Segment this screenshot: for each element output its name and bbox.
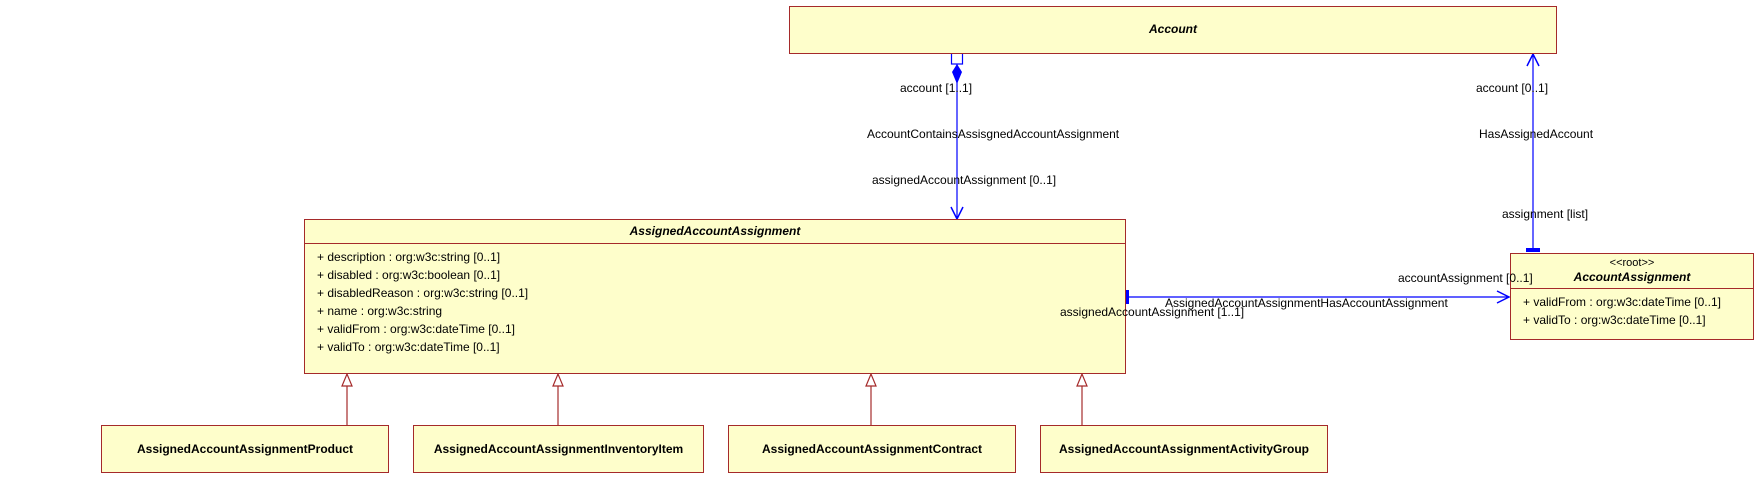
account-assignment-attribute-list: + validFrom : org:w3c:dateTime [0..1] + … bbox=[1511, 289, 1753, 329]
label-account-role-composition: account [1..1] bbox=[900, 81, 973, 95]
attribute-name: + name : org:w3c:string bbox=[317, 304, 443, 318]
class-assigned-account-assignment-name: AssignedAccountAssignment bbox=[305, 220, 1125, 244]
generalization-triangle-inventory-item bbox=[552, 372, 564, 387]
attribute-description: + description : org:w3c:string [0..1] bbox=[317, 250, 501, 264]
generalization-triangle-product bbox=[341, 372, 353, 387]
label-composition-association-name: AccountContainsAssisgnedAccountAssignmen… bbox=[867, 127, 1120, 141]
has-account-assignment-end-marker bbox=[1125, 290, 1129, 304]
attribute-disabled-reason: + disabledReason : org:w3c:string [0..1] bbox=[317, 286, 529, 300]
class-assigned-account-assignment-product[interactable]: AssignedAccountAssignmentProduct bbox=[101, 425, 389, 473]
class-account-assignment-stereotype: <<root>> bbox=[1609, 257, 1655, 269]
class-account[interactable]: Account bbox=[789, 6, 1557, 54]
class-account-assignment[interactable]: <<root>> AccountAssignment + validFrom :… bbox=[1510, 253, 1754, 340]
has-assigned-account-arrowhead bbox=[1526, 52, 1540, 67]
generalization-triangle-contract bbox=[865, 372, 877, 387]
label-account-assignment-role: accountAssignment [0..1] bbox=[1398, 271, 1533, 285]
composition-end-square bbox=[950, 52, 964, 65]
attribute-list: + description : org:w3c:string [0..1] + … bbox=[305, 244, 1125, 356]
generalization-connectors bbox=[341, 372, 1088, 425]
attribute-valid-to: + validTo : org:w3c:dateTime [0..1] bbox=[317, 340, 500, 354]
class-assigned-account-assignment-inventory-item[interactable]: AssignedAccountAssignmentInventoryItem bbox=[413, 425, 704, 473]
label-assigned-account-assignment-role: assignedAccountAssignment [0..1] bbox=[872, 173, 1057, 187]
class-account-assignment-header: <<root>> AccountAssignment bbox=[1511, 254, 1753, 289]
has-assigned-account-end-marker bbox=[1526, 248, 1540, 252]
label-assigned-account-assignment-source-role: assignedAccountAssignment [1..1] bbox=[1060, 305, 1245, 319]
attribute-valid-from: + validFrom : org:w3c:dateTime [0..1] bbox=[317, 322, 515, 336]
class-account-assignment-name: AccountAssignment bbox=[1573, 270, 1691, 284]
has-account-assignment-arrowhead bbox=[1496, 290, 1511, 304]
generalization-triangle-activity-group bbox=[1076, 372, 1088, 387]
class-account-name: Account bbox=[1149, 22, 1197, 36]
class-assigned-account-assignment-activity-group[interactable]: AssignedAccountAssignmentActivityGroup bbox=[1040, 425, 1328, 473]
label-assignment-role: assignment [list] bbox=[1502, 207, 1589, 221]
has-assigned-account-connector bbox=[1526, 52, 1540, 252]
label-has-account-assignment-name: AssignedAccountAssignmentHasAccountAssig… bbox=[1165, 296, 1448, 310]
attribute-disabled: + disabled : org:w3c:boolean [0..1] bbox=[317, 268, 501, 282]
class-assigned-account-assignment[interactable]: AssignedAccountAssignment + description … bbox=[304, 219, 1126, 374]
attribute-valid-from: + validFrom : org:w3c:dateTime [0..1] bbox=[1523, 295, 1721, 309]
has-account-assignment-connector bbox=[1125, 290, 1511, 304]
label-account-role-has-assigned: account [0..1] bbox=[1476, 81, 1549, 95]
attribute-valid-to: + validTo : org:w3c:dateTime [0..1] bbox=[1523, 313, 1706, 327]
class-assigned-account-assignment-contract[interactable]: AssignedAccountAssignmentContract bbox=[728, 425, 1016, 473]
label-has-assigned-account-name: HasAssignedAccount bbox=[1479, 127, 1594, 141]
composition-diamond bbox=[952, 64, 962, 84]
